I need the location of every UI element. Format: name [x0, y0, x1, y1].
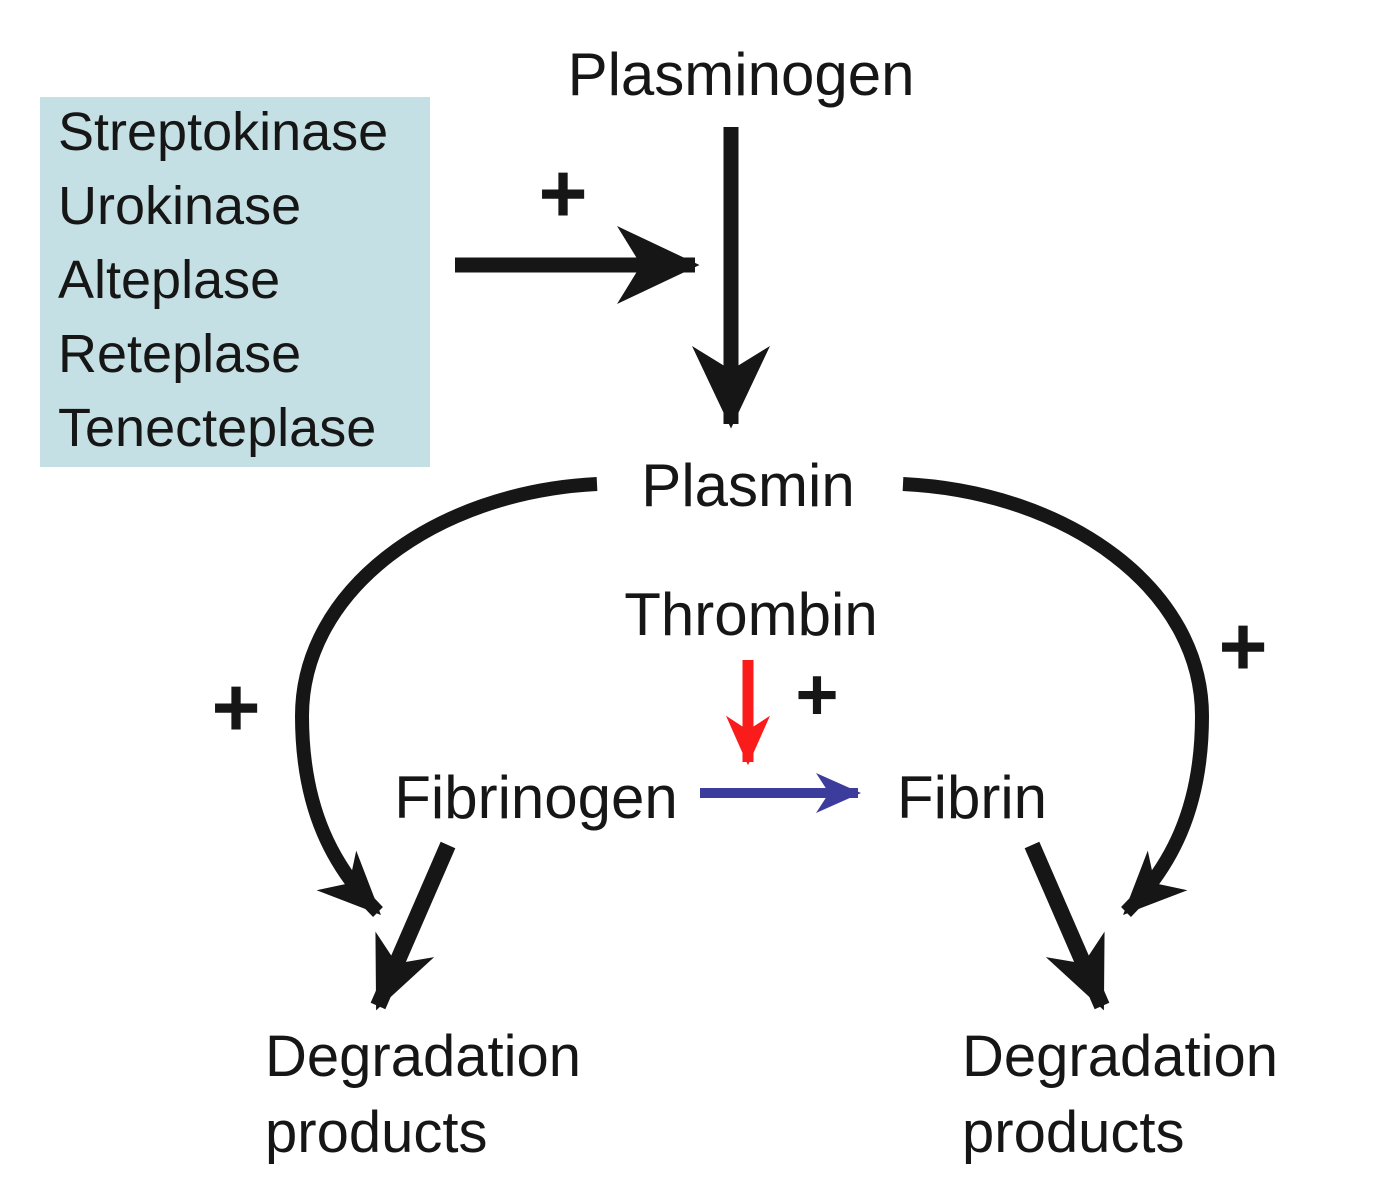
node-degradation-right-line2: products: [962, 1100, 1184, 1165]
node-plasmin: Plasmin: [641, 452, 854, 519]
drug-label-tenecteplase: Tenecteplase: [58, 398, 376, 458]
drug-label-reteplase: Reteplase: [58, 324, 301, 384]
arrow-plasmin-to-left-degradation: [294, 477, 598, 917]
drug-box: [40, 97, 430, 467]
plus-plasmin-left: +: [211, 660, 260, 754]
node-degradation-right-line1: Degradation: [962, 1024, 1278, 1089]
drug-label-urokinase: Urokinase: [58, 176, 301, 236]
node-degradation-left-line1: Degradation: [265, 1024, 581, 1089]
drug-label-streptokinase: Streptokinase: [58, 102, 388, 162]
node-plasminogen: Plasminogen: [568, 41, 915, 108]
arrow-plasmin-to-right-degradation: [902, 477, 1210, 917]
plus-plasmin-right: +: [1218, 599, 1267, 693]
drug-label-alteplase: Alteplase: [58, 250, 280, 310]
node-fibrin: Fibrin: [897, 764, 1047, 831]
arrow-fibrinogen-to-degradation: [370, 841, 456, 1011]
node-degradation-left-line2: products: [265, 1100, 487, 1165]
node-thrombin: Thrombin: [624, 581, 877, 648]
plus-thrombin: +: [795, 653, 838, 736]
arrow-fibrin-to-degradation: [1024, 841, 1110, 1011]
node-fibrinogen: Fibrinogen: [394, 764, 678, 831]
plus-drugs-stimulation: +: [538, 146, 587, 240]
